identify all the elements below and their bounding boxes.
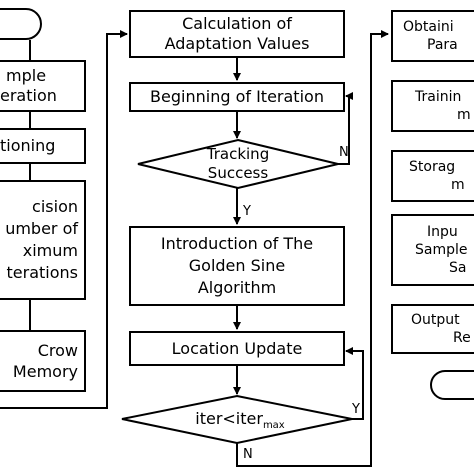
beginning-iteration-box: Beginning of Iteration <box>129 82 345 112</box>
tracking-no-edge <box>338 92 353 165</box>
tracking-no-label: N <box>339 145 349 160</box>
iter-yes-edge <box>345 347 364 420</box>
right-end-pill <box>430 370 474 400</box>
left-positioning-box: tioning <box>0 128 86 164</box>
tracking-success-label: Tracking Success <box>206 145 270 182</box>
left-start-pill <box>0 8 42 40</box>
left-to-calc-edge <box>0 30 128 409</box>
tracking-yes-label: Y <box>243 204 251 219</box>
left-sample-iteration-box: mple eration <box>0 60 86 112</box>
left-crow-memory-box: Crow Memory <box>0 330 86 392</box>
left-precision-box: cision umber of ximum terations <box>0 180 86 300</box>
golden-sine-box: Introduction of The Golden Sine Algorith… <box>129 226 345 306</box>
iter-no-edge <box>236 30 389 467</box>
iter-no-label: N <box>243 447 253 462</box>
right-obtaining-box: Obtaini Para <box>391 10 474 62</box>
iter-condition-label: iter<itermax <box>195 409 285 432</box>
location-update-box: Location Update <box>129 331 345 366</box>
right-training-box: Trainin m <box>391 80 474 132</box>
calculation-adaptation-box: Calculation of Adaptation Values <box>129 10 345 58</box>
right-storage-box: Storag m <box>391 150 474 202</box>
iter-yes-label: Y <box>352 402 360 417</box>
right-input-sample-box: Inpu Sample Sa <box>391 214 474 286</box>
right-output-box: Output Re <box>391 304 474 354</box>
